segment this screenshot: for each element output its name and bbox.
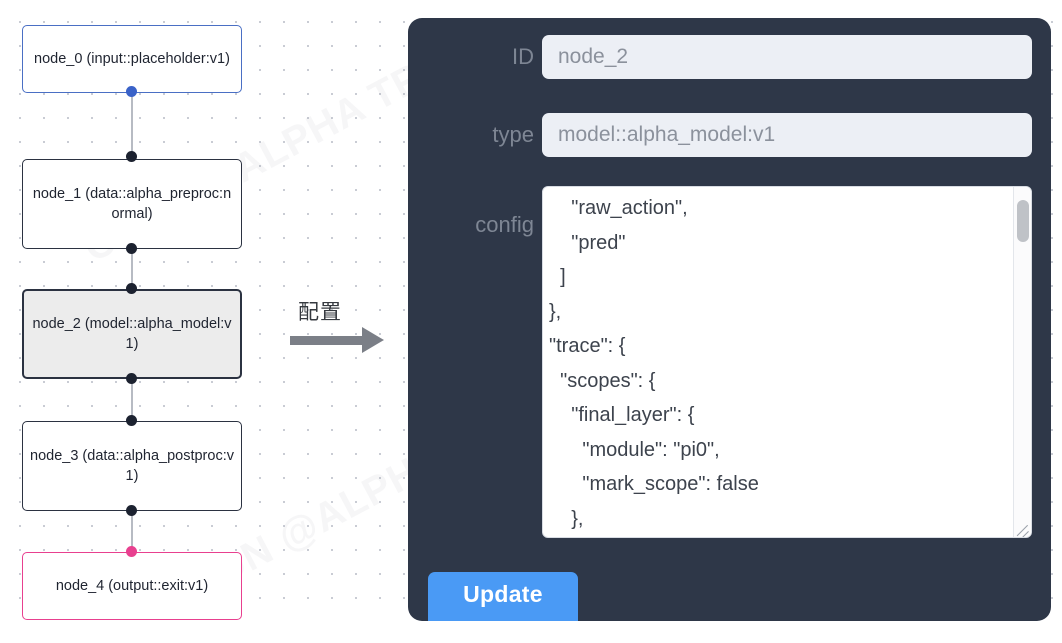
arrow-head-icon [362,327,384,353]
config-textarea-content[interactable]: "raw_action", "pred" ] }, "trace": { "sc… [549,197,759,530]
port-node_3-out[interactable] [126,505,137,516]
page-bottom-strip [0,621,1062,643]
graph-node-label: node_2 (model::alpha_model:v1) [32,316,232,352]
field-row-type: type [408,113,1051,157]
arrow-label: 配置 [298,301,342,324]
config-field-label: config [475,212,534,237]
port-node_1-in[interactable] [126,151,137,162]
node-config-panel: ID type config "raw_action", "pred" ] },… [408,18,1051,621]
graph-node-label: node_0 (input::placeholder:v1) [34,51,230,67]
graph-node-node_1[interactable]: node_1 (data::alpha_preproc:normal) [22,159,242,249]
graph-node-label: node_4 (output::exit:v1) [55,578,209,594]
edge-node3-node4 [131,512,133,552]
port-node_1-out[interactable] [126,243,137,254]
edge-node1-node2 [131,248,133,290]
port-node_2-out[interactable] [126,373,137,384]
id-field-label: ID [512,44,534,69]
graph-node-node_4[interactable]: node_4 (output::exit:v1) [22,552,242,620]
graph-node-node_3[interactable]: node_3 (data::alpha_postproc:v1) [22,421,242,511]
type-field-label: type [492,122,534,147]
update-button[interactable]: Update [428,572,578,621]
graph-node-node_0[interactable]: node_0 (input::placeholder:v1) [22,25,242,93]
field-row-config: config "raw_action", "pred" ] }, "trace"… [408,186,1051,538]
edge-node0-node1 [131,92,133,158]
edge-node2-node3 [131,378,133,420]
port-node_4-in[interactable] [126,546,137,557]
graph-node-label: node_1 (data::alpha_preproc:normal) [32,186,232,222]
node-graph-canvas[interactable]: node_0 (input::placeholder:v1) node_1 (d… [0,0,400,643]
port-node_0-out[interactable] [126,86,137,97]
field-row-id: ID [408,35,1051,79]
type-input[interactable] [542,113,1032,157]
config-scrollbar[interactable] [1013,187,1031,537]
id-input[interactable] [542,35,1032,79]
resize-grip-icon[interactable] [1014,520,1030,536]
config-textarea[interactable]: "raw_action", "pred" ] }, "trace": { "sc… [542,186,1032,538]
transition-arrow-group: 配置 [290,296,400,362]
graph-node-label: node_3 (data::alpha_postproc:v1) [30,448,234,484]
config-scrollbar-thumb[interactable] [1017,200,1029,242]
arrow-shaft-icon [290,336,366,345]
port-node_2-in[interactable] [126,283,137,294]
port-node_3-in[interactable] [126,415,137,426]
graph-node-node_2[interactable]: node_2 (model::alpha_model:v1) [22,289,242,379]
